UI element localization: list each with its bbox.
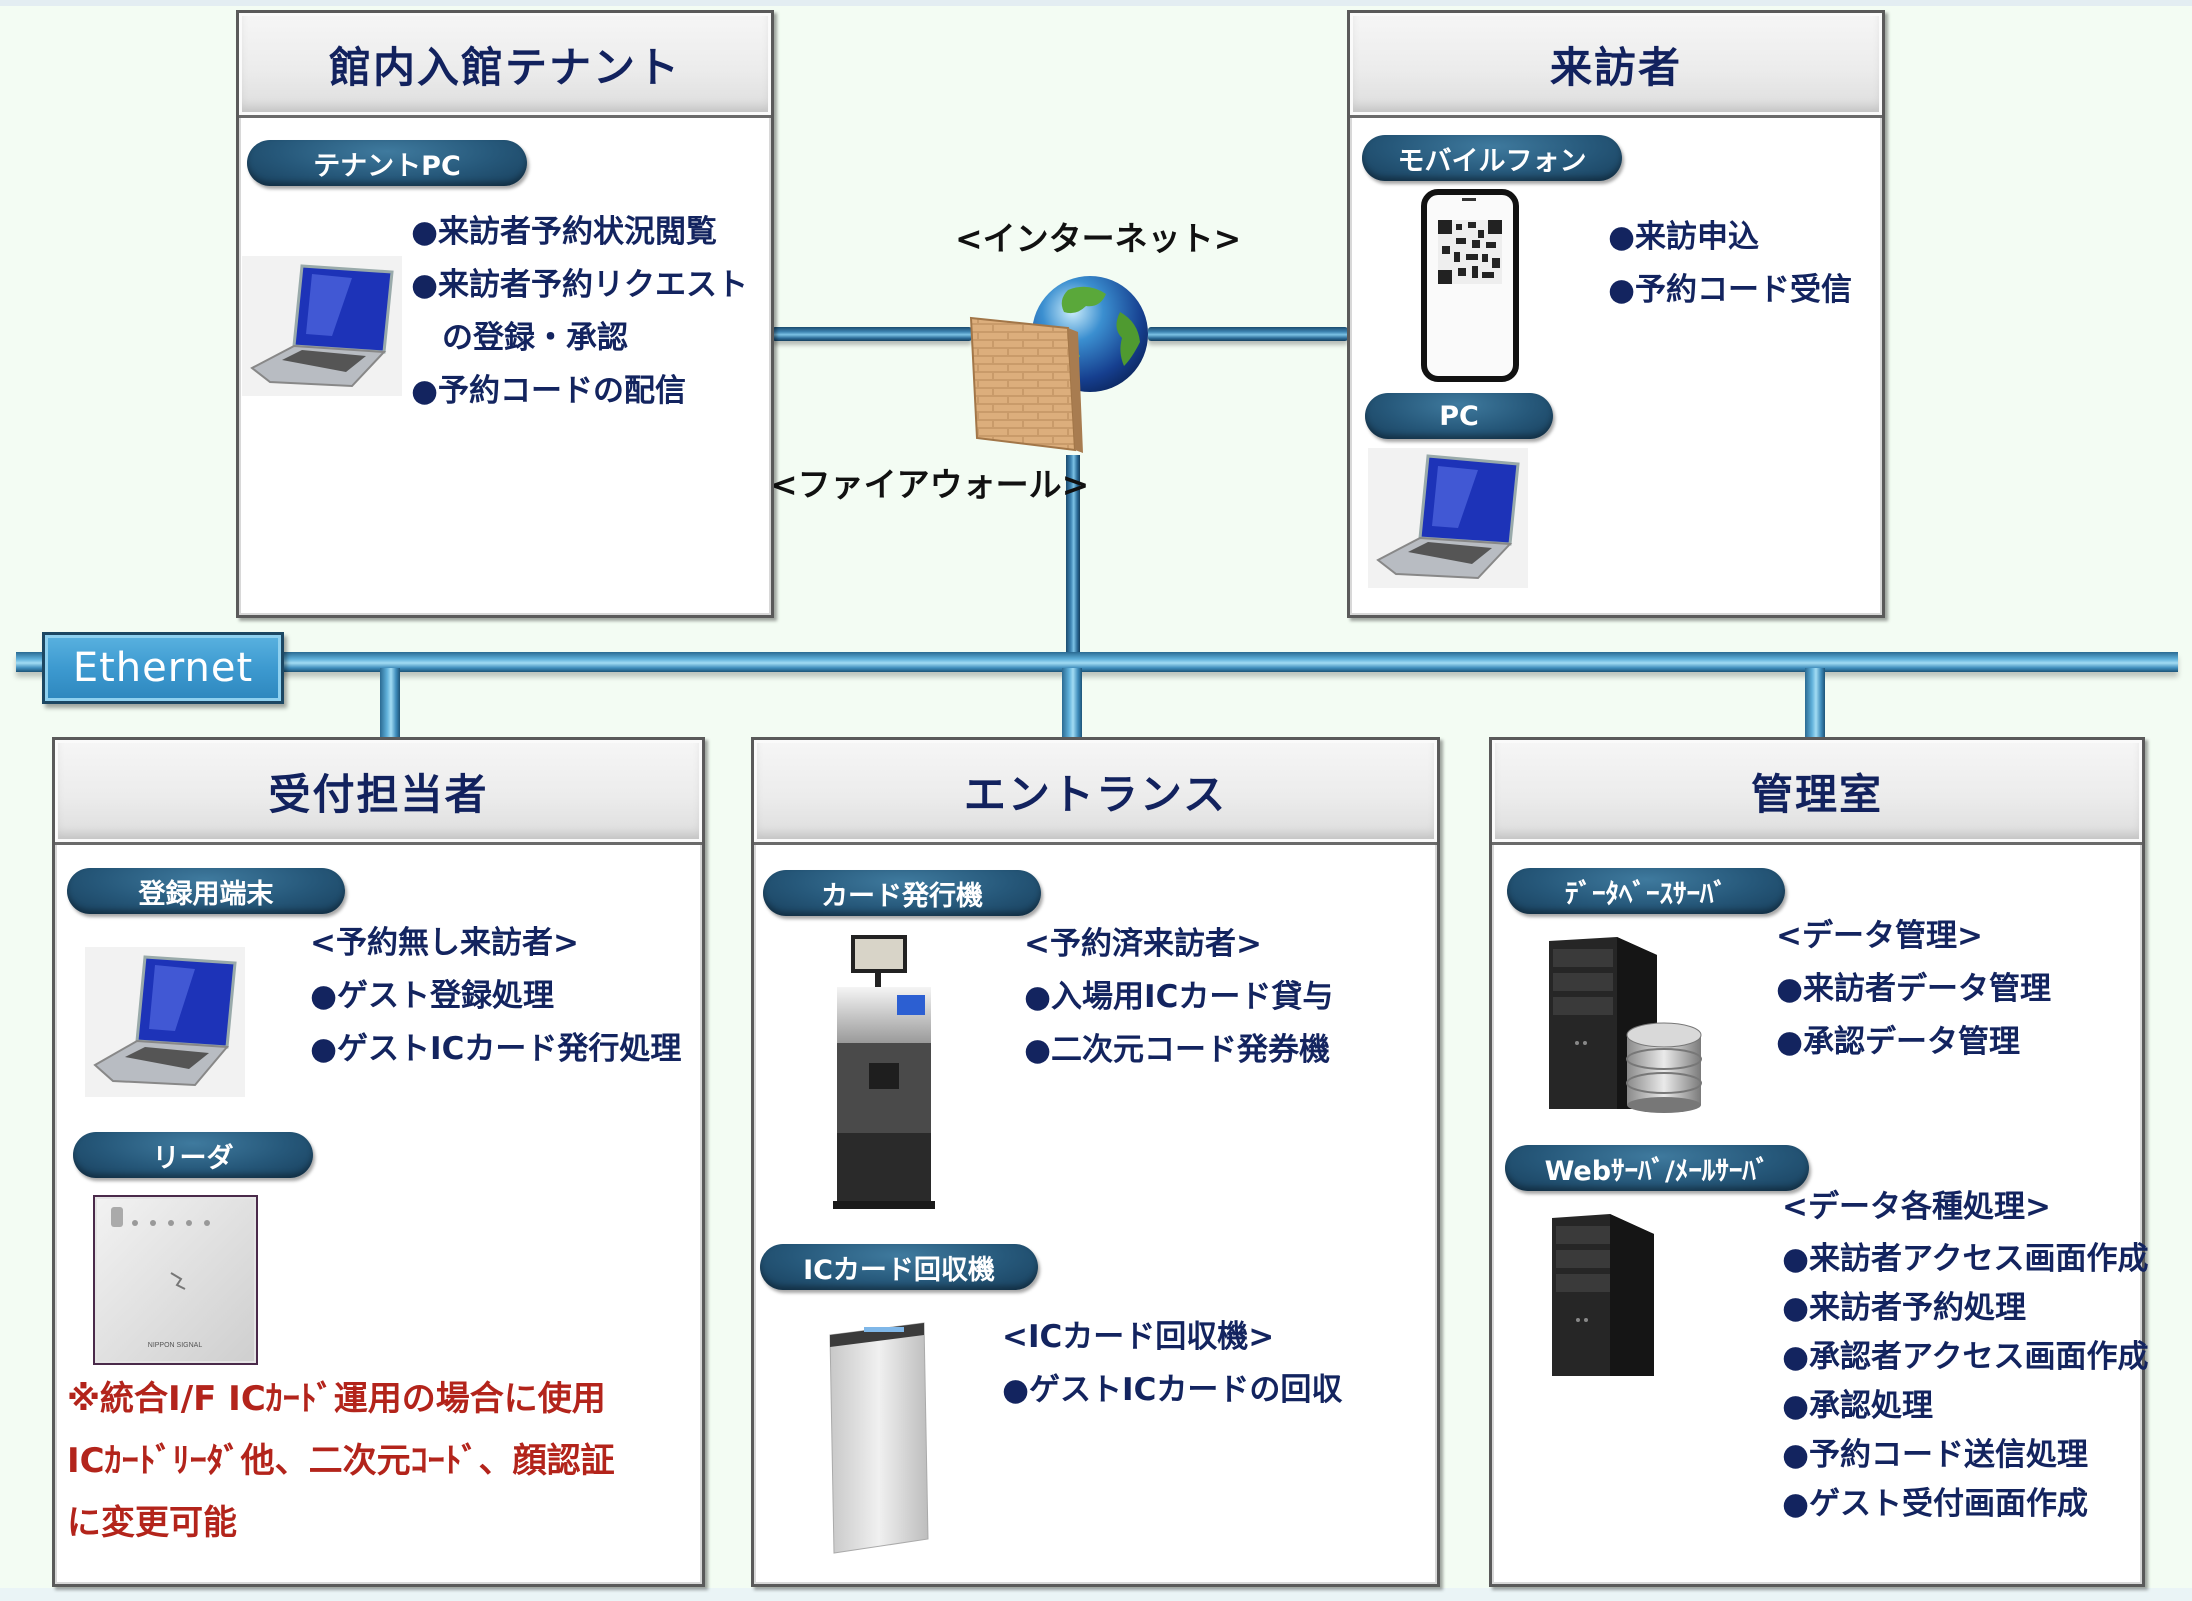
ethernet-label: Ethernet (42, 632, 284, 704)
bottom-band (0, 1588, 2192, 1601)
database-server-label: ﾃﾞｰﾀﾍﾞｰｽｻｰﾊﾞ (1507, 868, 1785, 914)
ethernet-drop-admin (1805, 668, 1825, 738)
tenant-functions: ●来訪者予約状況閲覧 ●来訪者予約リクエスト の登録・承認 ●予約コードの配信 (411, 206, 748, 418)
web-mail-server-functions: <データ各種処理> ●来訪者アクセス画面作成 ●来訪者予約処理 ●承認者アクセス… (1782, 1183, 2149, 1529)
card-issuer-label: カード発行機 (763, 870, 1041, 916)
reception-note: ※統合I/F ICｶｰﾄﾞ運用の場合に使用 ICｶｰﾄﾞﾘｰﾀﾞ他、二次元ｺｰﾄ… (67, 1368, 615, 1554)
card-collector-label: ICカード回収機 (760, 1244, 1038, 1290)
reception-terminal-item: ●ゲストICカード発行処理 (310, 1031, 682, 1067)
visitor-panel: 来訪者 モバイルフォン ●来訪申込 ●予約コード受信 PC (1347, 10, 1885, 618)
database-server-item: ●来訪者データ管理 (1776, 971, 2052, 1007)
ethernet-drop-entrance (1062, 668, 1082, 738)
firewall-icon (969, 316, 1083, 453)
firewall-uplink (1066, 455, 1080, 660)
reception-terminal-heading: <予約無し来訪者> (310, 925, 579, 961)
card-issuer-heading: <予約済来訪者> (1024, 926, 1262, 962)
web-server-item: ●予約コード送信処理 (1782, 1437, 2089, 1473)
ethernet-drop-reception (380, 668, 400, 738)
web-server-item: ●ゲスト受付画面作成 (1782, 1486, 2089, 1522)
reception-panel: 受付担当者 登録用端末 <予約無し来訪者> ●ゲスト登録処理 ●ゲストICカード… (52, 737, 705, 1587)
card-collector-item: ●ゲストICカードの回収 (1002, 1372, 1343, 1408)
visitor-pc-label: PC (1365, 393, 1553, 439)
entrance-panel: エントランス カード発行機 <予約済来訪者> ●入場用ICカード貸与 ●二次元コ… (751, 737, 1440, 1587)
reception-terminal-functions: <予約無し来訪者> ●ゲスト登録処理 ●ゲストICカード発行処理 (310, 917, 681, 1076)
card-issuer-item: ●二次元コード発券機 (1024, 1032, 1331, 1068)
ethernet-backbone (16, 652, 2178, 672)
web-server-item: ●承認者アクセス画面作成 (1782, 1339, 2149, 1375)
reception-terminal-item: ●ゲスト登録処理 (310, 978, 555, 1014)
laptop-icon (85, 947, 245, 1097)
card-issuer-functions: <予約済来訪者> ●入場用ICカード貸与 ●二次元コード発券機 (1024, 918, 1333, 1077)
database-server-icon (1549, 937, 1702, 1113)
visitor-item: ●予約コード受信 (1608, 272, 1853, 308)
admin-title: 管理室 (1492, 740, 2142, 845)
admin-panel: 管理室 ﾃﾞｰﾀﾍﾞｰｽｻｰﾊﾞ <データ管理> ●来訪者データ管理 ●承認デー… (1489, 737, 2149, 1587)
web-server-heading: <データ各種処理> (1782, 1189, 2051, 1225)
card-issuer-item: ●入場用ICカード貸与 (1024, 979, 1334, 1015)
tenant-panel: 館内入館テナント テナントPC ●来訪者予約状況閲覧 ●来訪者予約リクエスト の… (236, 10, 774, 618)
web-server-item: ●来訪者予約処理 (1782, 1290, 2027, 1326)
card-collector-heading: <ICカード回収機> (1002, 1319, 1275, 1355)
laptop-icon (242, 256, 402, 396)
kiosk-icon (833, 935, 935, 1209)
tenant-pc-label: テナントPC (247, 140, 527, 186)
laptop-icon (1368, 448, 1528, 588)
internet-label: <インターネット> (955, 219, 1242, 258)
registration-terminal-label: 登録用端末 (67, 868, 345, 914)
tenant-item: ●予約コードの配信 (411, 373, 687, 409)
visitor-item: ●来訪申込 (1608, 219, 1760, 255)
svg-text:NIPPON SIGNAL: NIPPON SIGNAL (148, 1342, 203, 1349)
reception-title: 受付担当者 (55, 740, 702, 845)
internet-link-left (772, 327, 972, 341)
database-server-functions: <データ管理> ●来訪者データ管理 ●承認データ管理 (1776, 910, 2051, 1069)
card-collector-icon (829, 1322, 929, 1554)
internet-link-right (1148, 327, 1348, 341)
entrance-title: エントランス (754, 740, 1437, 845)
reader-label: リーダ (73, 1132, 313, 1178)
web-mail-server-label: Webｻｰﾊﾞ/ﾒｰﾙｻｰﾊﾞ (1505, 1145, 1809, 1191)
database-server-heading: <データ管理> (1776, 918, 1983, 954)
web-server-item: ●来訪者アクセス画面作成 (1782, 1241, 2149, 1277)
visitor-functions: ●来訪申込 ●予約コード受信 (1608, 211, 1852, 317)
tenant-item: の登録・承認 (411, 320, 628, 356)
database-server-item: ●承認データ管理 (1776, 1024, 2021, 1060)
smartphone-qr-icon (1421, 189, 1519, 382)
visitor-title: 来訪者 (1350, 13, 1882, 118)
mobile-phone-label: モバイルフォン (1362, 135, 1622, 181)
tenant-item: ●来訪者予約リクエスト (411, 267, 749, 303)
reception-note-line: ICｶｰﾄﾞﾘｰﾀﾞ他、二次元ｺｰﾄﾞ、顔認証 (67, 1441, 615, 1481)
reception-note-line: ※統合I/F ICｶｰﾄﾞ運用の場合に使用 (67, 1379, 606, 1419)
server-tower-icon (1552, 1214, 1654, 1376)
reception-note-line: に変更可能 (67, 1503, 237, 1543)
tenant-item: ●来訪者予約状況閲覧 (411, 214, 718, 250)
card-collector-functions: <ICカード回収機> ●ゲストICカードの回収 (1002, 1311, 1342, 1417)
firewall-label: <ファイアウォール> (770, 465, 1090, 504)
card-reader-icon: NIPPON SIGNAL (93, 1195, 258, 1365)
tenant-title: 館内入館テナント (239, 13, 771, 118)
web-server-item: ●承認処理 (1782, 1388, 1934, 1424)
top-band (0, 0, 2192, 6)
